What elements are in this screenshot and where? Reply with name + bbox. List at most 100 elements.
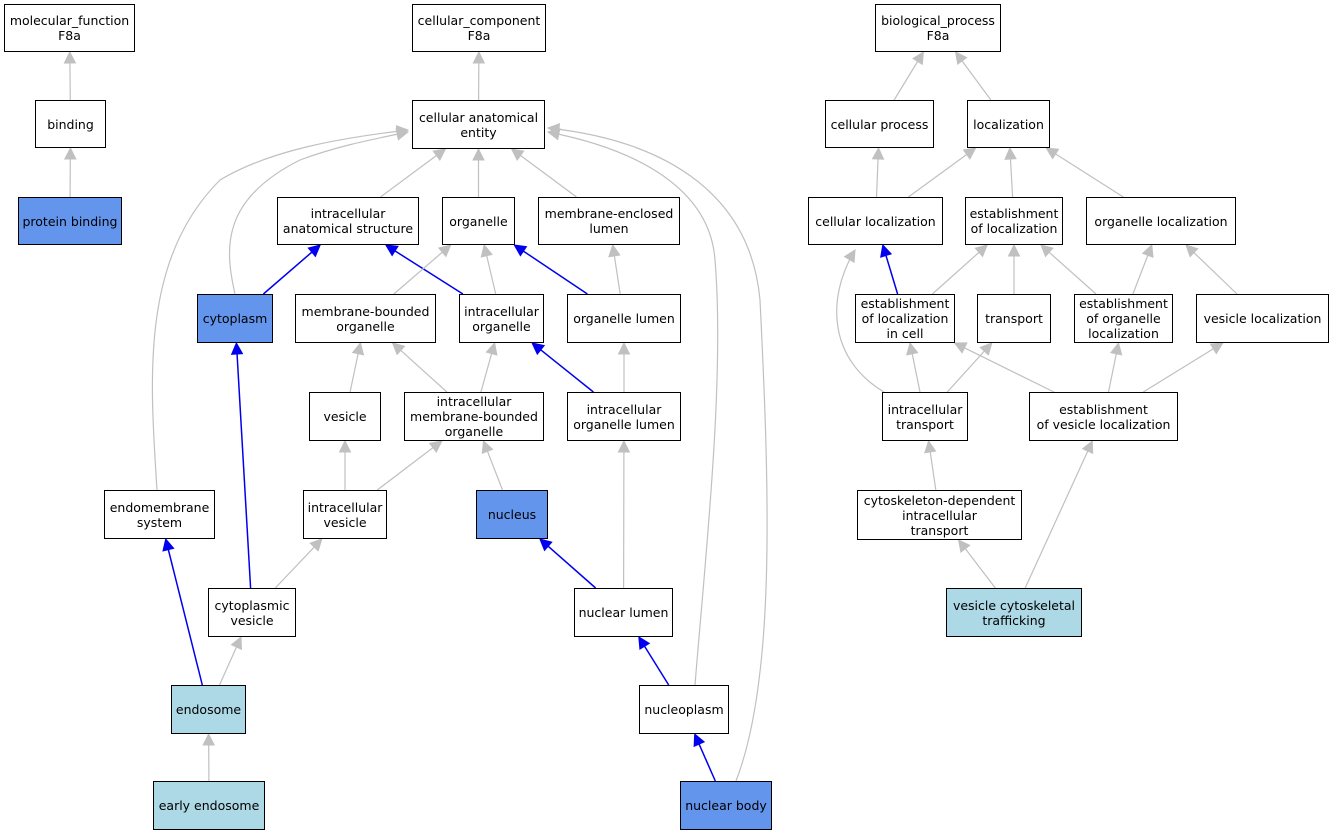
arrowhead-organelle-to-cae — [472, 147, 485, 161]
arrowhead-loc-to-bp_root — [954, 51, 968, 65]
node-vesicle-localization[interactable]: vesicle localization — [1196, 294, 1329, 343]
arrowhead-ee-to-endosome — [202, 732, 216, 746]
node-protein-binding[interactable]: protein binding — [18, 197, 122, 245]
edge-np-to-nl — [643, 645, 670, 686]
edge-vct-to-cdit — [964, 547, 996, 589]
arrowhead-np-to-nl — [638, 636, 651, 651]
node-cytoplasmic-vesicle[interactable]: cytoplasmic vesicle — [208, 588, 296, 637]
node-membrane-enclosed-lumen[interactable]: membrane-enclosed lumen — [538, 197, 680, 245]
arrowhead-eoorg-to-orgloc — [1141, 243, 1154, 258]
arrowhead-eoorg-to-eol — [1040, 244, 1054, 258]
node-nucleus[interactable]: nucleus — [476, 490, 548, 539]
node-early-endosome[interactable]: early endosome — [153, 781, 265, 830]
arrowhead-iol-to-ol — [617, 341, 631, 355]
edge-cl-to-loc — [908, 153, 968, 198]
node-nuclear-body[interactable]: nuclear body — [680, 781, 772, 830]
node-establishment-of-vesicle-localization[interactable]: establishment of vesicle localization — [1029, 392, 1178, 441]
arrowhead-nb-to-cae — [546, 122, 561, 136]
node-organelle-localization[interactable]: organelle localization — [1086, 197, 1236, 245]
node-establishment-of-organelle-localization[interactable]: establishment of organelle localization — [1074, 294, 1173, 343]
edge-cytoplasm-to-cae — [228, 131, 409, 295]
edge-evl-to-vl — [1142, 347, 1215, 393]
arrowhead-nucleus-to-imbo — [481, 439, 494, 454]
edge-cv-to-cytoplasm — [236, 352, 252, 589]
arrowhead-cae-to-cc_root — [472, 50, 486, 64]
node-intracellular-organelle-lumen[interactable]: intracellular organelle lumen — [567, 392, 681, 441]
node-nucleoplasm[interactable]: nucleoplasm — [639, 685, 729, 734]
node-intracellular-anatomical-structure[interactable]: intracellular anatomical structure — [277, 197, 419, 245]
node-endosome[interactable]: endosome — [171, 685, 246, 734]
arrowhead-cv-to-iv — [309, 538, 323, 552]
arrowhead-iv-to-imbo — [428, 440, 443, 453]
edge-loc-to-bp_root — [961, 59, 992, 101]
arrowhead-mbo-to-organelle — [437, 244, 452, 258]
node-cellular-localization[interactable]: cellular localization — [808, 197, 943, 245]
node-establishment-of-localization[interactable]: establishment of localization — [965, 197, 1063, 245]
node-localization[interactable]: localization — [967, 100, 1050, 148]
arrowhead-cl-to-loc — [962, 147, 977, 160]
arrowhead-imbo-to-io — [485, 341, 498, 356]
node-cytoskeleton-dependent-intracellular-transport[interactable]: cytoskeleton-dependent intracellular tra… — [857, 490, 1022, 540]
arrowhead-vct-to-evl — [1081, 439, 1094, 455]
edge-evl-to-eolc — [963, 346, 1055, 393]
edge-cytoplasm-to-ias — [262, 250, 314, 295]
arrowhead-ol-to-organelle — [513, 244, 528, 257]
node-cellular-anatomical-entity[interactable]: cellular anatomical entity — [412, 100, 545, 149]
node-biological-process[interactable]: biological_process F8a — [875, 4, 1001, 52]
node-nuclear-lumen[interactable]: nuclear lumen — [574, 588, 673, 637]
node-intracellular-vesicle[interactable]: intracellular vesicle — [303, 490, 387, 539]
edge-mel-to-cae — [519, 154, 577, 198]
edge-ol-to-mel — [613, 254, 621, 295]
arrowhead-binding-to-mf_root — [63, 50, 77, 64]
node-vesicle[interactable]: vesicle — [309, 392, 381, 441]
edge-iol-to-io — [539, 348, 594, 393]
node-intracellular-membrane-bounded-organelle[interactable]: intracellular membrane-bounded organelle — [404, 392, 544, 441]
arrowhead-iv-to-vesicle — [338, 439, 352, 453]
node-organelle-lumen[interactable]: organelle lumen — [567, 294, 681, 343]
node-membrane-bounded-organelle[interactable]: membrane-bounded organelle — [295, 294, 436, 343]
edge-ol-to-organelle — [522, 249, 588, 295]
edge-imbo-to-io — [480, 352, 493, 393]
node-intracellular-organelle[interactable]: intracellular organelle — [459, 294, 544, 343]
edge-nb-to-cae — [547, 127, 768, 782]
arrowhead-transport-to-eol — [1007, 243, 1021, 257]
node-binding[interactable]: binding — [35, 100, 106, 148]
node-cellular-component[interactable]: cellular_component F8a — [412, 4, 546, 52]
arrowhead-evl-to-eolc — [953, 342, 968, 354]
edge-ems-to-cae — [151, 129, 409, 491]
edge-cv-to-iv — [274, 545, 316, 589]
edge-np-to-cae — [547, 131, 719, 686]
edge-io-to-organelle — [485, 254, 497, 295]
edge-eoorg-to-eol — [1048, 251, 1097, 295]
node-molecular-function[interactable]: molecular_function F8a — [4, 4, 135, 52]
node-establishment-of-localization-in-cell[interactable]: establishment of localization in cell — [855, 294, 955, 343]
edge-eol-to-loc — [1009, 157, 1014, 198]
edge-it-to-eolc — [911, 352, 921, 393]
edge-cp-to-bp_root — [893, 60, 919, 101]
edge-endosome-to-cv — [218, 645, 238, 686]
arrowhead-nl-to-iol — [617, 439, 631, 453]
arrowhead-evl-to-eoorg — [1110, 341, 1123, 356]
edge-vct-to-evl — [1024, 449, 1089, 589]
arrowhead-protein_binding-to-binding — [63, 146, 77, 160]
node-cytoplasm[interactable]: cytoplasm — [197, 294, 273, 343]
arrowhead-cl-to-cp — [871, 146, 885, 160]
arrowhead-ems-to-cae — [395, 125, 410, 138]
node-intracellular-transport[interactable]: intracellular transport — [882, 392, 968, 441]
arrowhead-ol-to-mel — [608, 243, 621, 258]
node-organelle[interactable]: organelle — [442, 197, 515, 245]
arrowhead-vct-to-cdit — [957, 539, 971, 553]
edge-endosome-to-ems — [167, 548, 204, 686]
edge-eoorg-to-orgloc — [1132, 254, 1149, 295]
arrowhead-it-to-transport — [979, 342, 993, 356]
node-vesicle-cytoskeletal-trafficking[interactable]: vesicle cytoskeletal trafficking — [946, 588, 1082, 637]
node-endomembrane-system[interactable]: endomembrane system — [104, 490, 215, 539]
arrowhead-vl-to-orgloc — [1185, 244, 1199, 258]
arrowhead-nl-to-nucleus — [539, 538, 553, 552]
edge-cl-to-cp — [875, 157, 879, 198]
arrowhead-it-to-cl — [843, 249, 856, 264]
node-cellular-process[interactable]: cellular process — [825, 100, 934, 148]
node-transport[interactable]: transport — [977, 294, 1051, 343]
arrowhead-imbo-to-mbo — [391, 342, 406, 356]
arrowhead-cytoplasm-to-ias — [307, 244, 322, 258]
